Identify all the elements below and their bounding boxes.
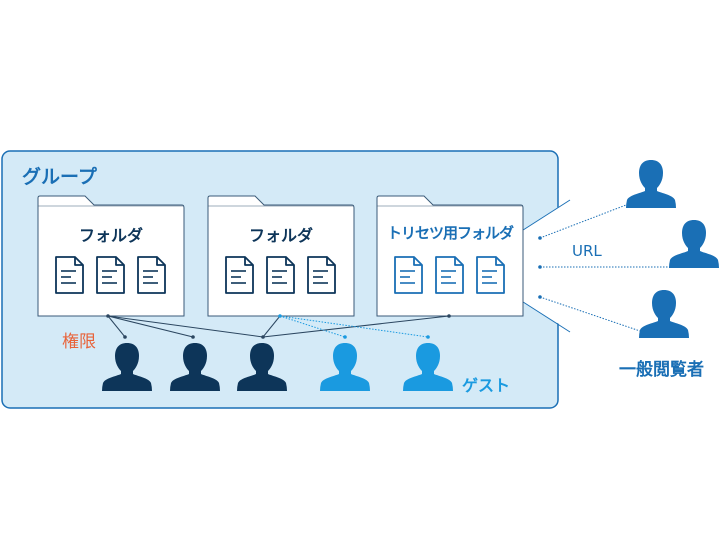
opening-edge-top xyxy=(519,199,571,233)
member-person-icon xyxy=(102,343,152,391)
viewer-person-icon xyxy=(639,290,689,338)
viewer-person-icon-shape xyxy=(669,220,719,268)
permission-label: 権限 xyxy=(62,332,96,352)
connection-dot xyxy=(538,236,542,240)
connection-dot xyxy=(106,314,110,318)
document-icon xyxy=(96,256,125,294)
document-icon xyxy=(55,256,84,294)
document-icon xyxy=(476,256,505,294)
viewer-person-icon-shape xyxy=(626,160,676,208)
connection-dot xyxy=(447,314,451,318)
permission-line xyxy=(262,315,281,338)
member-person-icon xyxy=(170,343,220,391)
member-person-icon xyxy=(237,343,287,391)
permission-line xyxy=(107,315,264,338)
connection-dot xyxy=(123,335,127,339)
group-title: グループ xyxy=(22,166,97,188)
folder-2-title: フォルダ xyxy=(248,226,313,245)
guest-label: ゲスト xyxy=(462,376,511,395)
viewer-person-icon-shape xyxy=(639,290,689,338)
connection-dot xyxy=(538,295,542,299)
folder-3 xyxy=(376,195,524,317)
guest-person-icon xyxy=(403,343,453,391)
document-icon xyxy=(435,256,464,294)
connection-dot xyxy=(191,335,195,339)
folder-3-title: トリセツ用フォルダ xyxy=(386,224,514,242)
connection-dot xyxy=(426,335,430,339)
viewers-label: 一般閲覧者 xyxy=(619,360,704,380)
opening-edge-bottom xyxy=(519,299,571,333)
member-person-icon-shape xyxy=(237,343,287,391)
folder-1-title: フォルダ xyxy=(78,226,143,245)
guest-person-icon-shape xyxy=(403,343,453,391)
guest-person-icon xyxy=(320,343,370,391)
document-icon xyxy=(266,256,295,294)
member-person-icon-shape xyxy=(102,343,152,391)
permission-line xyxy=(262,315,450,338)
connection-dot xyxy=(538,265,542,269)
permission-line xyxy=(107,315,194,338)
folder-1 xyxy=(37,195,185,317)
document-icon xyxy=(225,256,254,294)
guest-permission-line xyxy=(279,315,346,338)
connection-dot xyxy=(261,335,265,339)
folder-2 xyxy=(207,195,355,317)
member-person-icon-shape xyxy=(170,343,220,391)
connection-dot xyxy=(278,314,282,318)
url-share-line xyxy=(539,204,627,239)
guest-person-icon-shape xyxy=(320,343,370,391)
viewer-person-icon xyxy=(669,220,719,268)
url-label: URL xyxy=(572,242,602,260)
viewer-person-icon xyxy=(626,160,676,208)
url-opening xyxy=(520,198,572,332)
permission-line xyxy=(107,315,126,338)
document-icon xyxy=(137,256,166,294)
document-icon xyxy=(394,256,423,294)
guest-permission-line xyxy=(279,315,429,338)
connection-dot xyxy=(343,335,347,339)
document-icon xyxy=(307,256,336,294)
url-share-line xyxy=(539,296,641,332)
